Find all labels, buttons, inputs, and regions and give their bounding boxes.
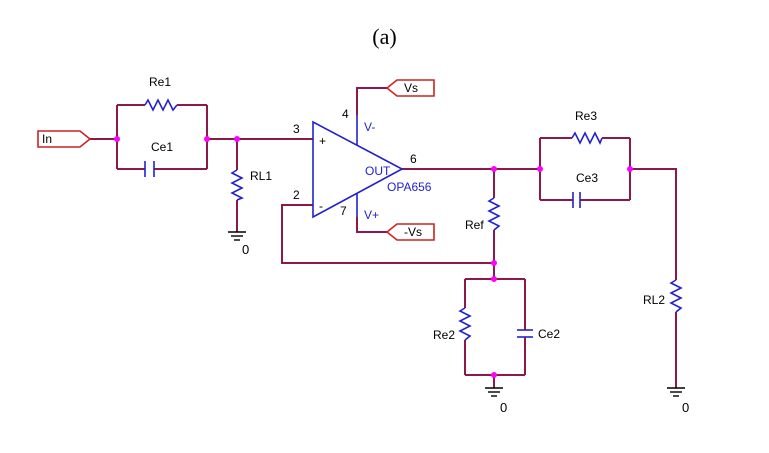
port-in: In	[37, 130, 92, 148]
opamp-plus-sign: +	[319, 134, 326, 148]
port-in-label: In	[42, 132, 52, 146]
port-neg-vs-label: -Vs	[404, 225, 422, 239]
opamp-out-label: OUT	[365, 164, 391, 178]
ground-icon: 0	[667, 387, 689, 415]
opamp-pin-3: 3	[293, 122, 300, 136]
wires	[90, 87, 677, 388]
opamp-vminus-label: V-	[364, 120, 375, 134]
ground-icon: 0	[228, 231, 249, 257]
port-vs-label: Vs	[404, 81, 418, 95]
resistor-rl2: RL2	[643, 279, 683, 313]
resistor-re3: Re3	[571, 109, 603, 145]
opamp-vplus-label: V+	[364, 208, 379, 222]
capacitor-ce2: Ce2	[517, 327, 560, 341]
ground-label-1: 0	[242, 242, 249, 257]
ce2-label: Ce2	[538, 327, 560, 341]
opamp-opa656: + - V- V+ OUT OPA656 3 2 4 7 6	[293, 107, 432, 222]
opamp-pin-2: 2	[293, 188, 300, 202]
ground-label-2: 0	[500, 400, 507, 415]
capacitor-ce3: Ce3	[572, 171, 598, 208]
opamp-pin-6: 6	[410, 152, 417, 166]
figure-caption: (a)	[372, 24, 397, 49]
ground-icon: 0	[485, 387, 507, 415]
resistor-rl1: RL1	[230, 169, 272, 201]
opamp-pin-4: 4	[342, 107, 349, 121]
re3-label: Re3	[575, 109, 597, 123]
opamp-pin-7: 7	[340, 204, 347, 218]
capacitor-ce1: Ce1	[144, 140, 173, 177]
ground-label-3: 0	[682, 400, 689, 415]
port-vs: Vs	[385, 79, 435, 97]
resistor-re1: Re1	[144, 75, 178, 112]
opamp-part-label: OPA656	[387, 180, 432, 194]
ce1-label: Ce1	[151, 140, 173, 154]
resistor-re2: Re2	[433, 307, 472, 342]
rl2-label: RL2	[643, 293, 665, 307]
resistor-ref: Ref	[465, 197, 501, 232]
ce3-label: Ce3	[576, 171, 598, 185]
re1-label: Re1	[149, 75, 171, 89]
port-neg-vs: -Vs	[385, 223, 435, 241]
re2-label: Re2	[433, 328, 455, 342]
opamp-minus-sign: -	[319, 199, 323, 213]
rl1-label: RL1	[250, 169, 272, 183]
junction-nodes	[114, 136, 633, 378]
ref-label: Ref	[465, 218, 484, 232]
